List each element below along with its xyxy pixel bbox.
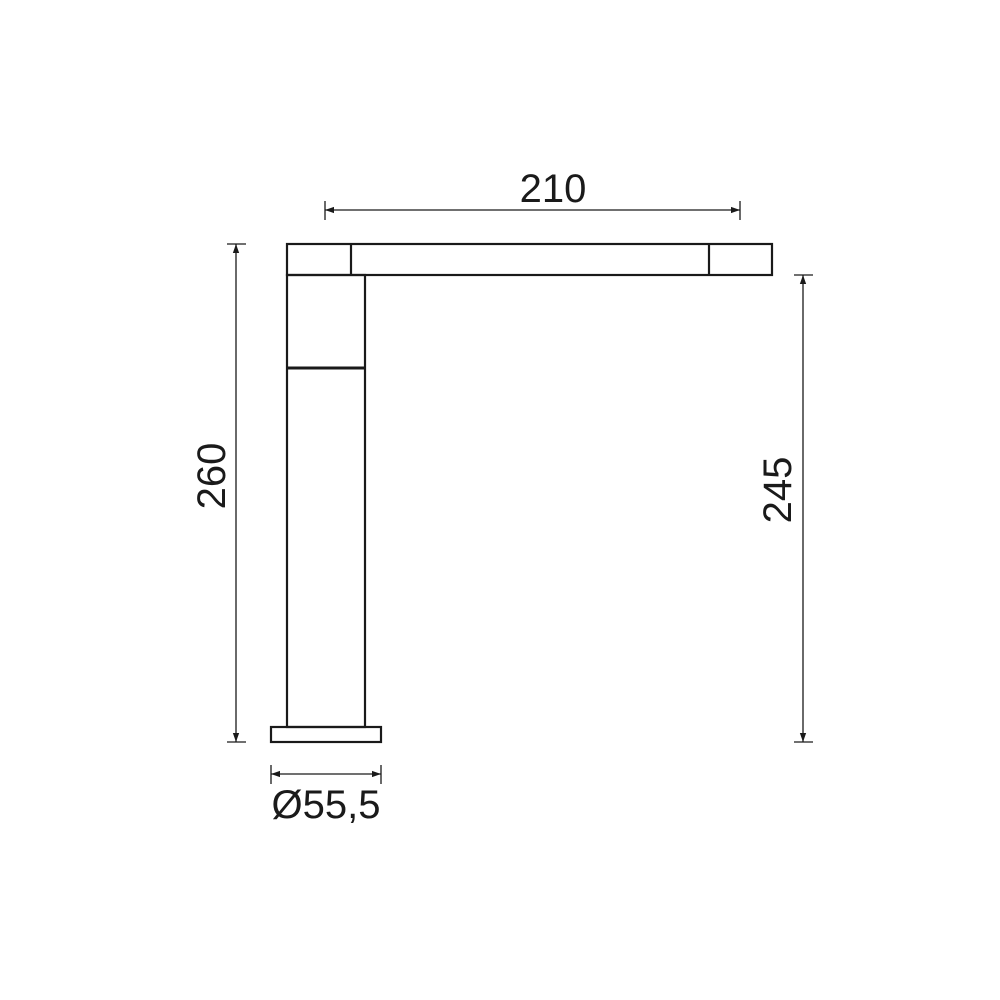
dimension-base-diameter: Ø55,5 (270, 765, 382, 827)
spout-body (285, 242, 774, 277)
dimension-label-total-height: 260 (190, 443, 234, 510)
dimension-label-spout-height: 245 (756, 457, 800, 524)
dimension-label-base-diameter: Ø55,5 (272, 783, 381, 827)
faucet-body (285, 273, 367, 729)
base-plate (269, 725, 383, 744)
dimension-label-spout-length: 210 (520, 167, 587, 211)
dimension-total-height: 260 (190, 243, 246, 743)
faucet-outline (269, 242, 774, 744)
dimension-spout-height: 245 (756, 274, 813, 743)
dimension-spout-length: 210 (324, 167, 741, 220)
